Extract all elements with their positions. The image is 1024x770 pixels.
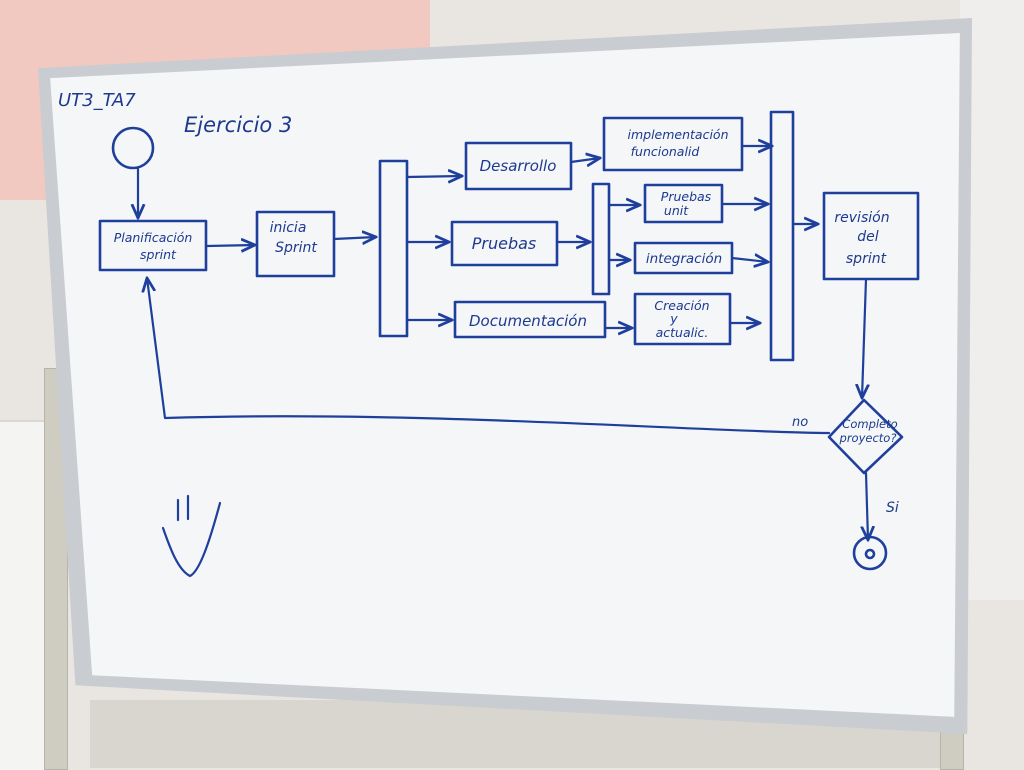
edge-label-no: no: [792, 415, 808, 430]
board-title: UT3_TA7: [58, 90, 136, 111]
pruebas-fork-bar: [591, 182, 611, 296]
node-creacion-actualizacion: [633, 292, 732, 346]
final-node: [852, 535, 888, 571]
node-implementacion-funcionalidad: [602, 116, 744, 172]
node-planificacion-sprint: [98, 219, 208, 272]
edge-desarrollo-to-implementacion: [569, 158, 600, 162]
edge-integracion-to-join: [730, 258, 768, 262]
node-desarrollo: [464, 141, 573, 191]
edge-decision-no-loop: [147, 278, 831, 435]
node-integracion-label: integración: [646, 251, 722, 267]
edge-planificacion-to-inicia: [205, 245, 255, 246]
doodle-hand: [161, 501, 222, 578]
edge-decision-si-to-end: [866, 471, 868, 540]
node-documentacion: [453, 300, 607, 339]
decision-node: [827, 398, 904, 475]
edge-revision-to-decision: [862, 277, 866, 398]
node-inicia-sprint: [255, 210, 336, 278]
node-revision-sprint: [822, 191, 920, 281]
node-pruebas: [450, 220, 559, 267]
join-bar: [769, 110, 795, 362]
whiteboard-surface: [50, 33, 960, 717]
fork-bar: [378, 159, 409, 338]
node-desarrollo-label: Desarrollo: [480, 157, 557, 175]
final-node-inner: [864, 548, 876, 560]
edge-fork-to-desarrollo: [405, 176, 462, 177]
initial-node: [111, 126, 155, 170]
exercise-title: Ejercicio 3: [184, 113, 292, 137]
node-pruebas-label: Pruebas: [472, 234, 537, 253]
node-documentacion-label: Documentación: [469, 312, 587, 330]
edge-inicia-to-fork: [332, 237, 376, 239]
edge-label-si: Si: [886, 500, 899, 516]
